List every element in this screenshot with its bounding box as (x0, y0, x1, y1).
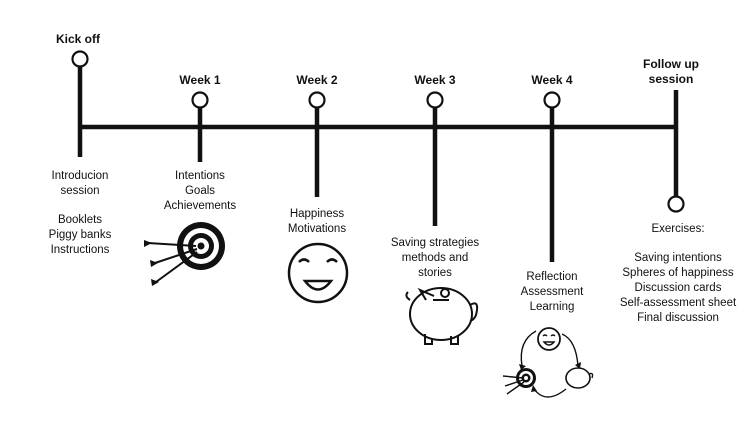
piggy-bank-icon (405, 287, 479, 345)
followup-heading-line1: Follow up (643, 57, 699, 71)
week1-items: Intentions Goals Achievements (164, 169, 236, 214)
week3-item-2: methods and (401, 252, 469, 264)
followup-exercises-title: Exercises: (651, 223, 705, 235)
week1-heading: Week 1 (179, 73, 221, 87)
week2-heading: Week 2 (296, 73, 338, 87)
kickoff-description: Introducion session Booklets Piggy banks… (49, 169, 112, 258)
week2-marker (308, 91, 326, 197)
followup-heading-line2: session (648, 72, 694, 86)
followup-marker (667, 90, 685, 213)
cycle-icon (502, 327, 594, 398)
week2-items: Happiness Motivations (288, 207, 346, 237)
week4-item-assessment: Assessment (520, 286, 584, 298)
week4-marker (543, 91, 561, 262)
week3-marker (426, 91, 444, 226)
followup-item-4: Self-assessment sheet (619, 297, 737, 309)
kickoff-item-piggy-banks: Piggy banks (48, 229, 112, 241)
week1-item-achievements: Achievements (163, 200, 237, 212)
followup-item-1: Saving intentions (634, 252, 722, 264)
kickoff-heading: Kick off (55, 32, 101, 46)
week3-item-1: Saving strategies (390, 237, 480, 249)
week1-marker (191, 91, 209, 162)
kickoff-desc-line1: Introducion (51, 170, 109, 182)
kickoff-item-booklets: Booklets (57, 214, 103, 226)
followup-exercises: Exercises: Saving intentions Spheres of … (620, 222, 736, 326)
followup-item-5: Final discussion (637, 312, 719, 324)
week4-heading: Week 4 (531, 73, 573, 87)
week2-item-happiness: Happiness (289, 208, 345, 220)
week1-item-goals: Goals (184, 185, 216, 197)
week4-items: Reflection Assessment Learning (521, 270, 584, 315)
followup-heading: Follow up session (643, 57, 699, 87)
week3-heading: Week 3 (414, 73, 456, 87)
target-with-arrows-icon (144, 222, 225, 286)
week2-item-motivations: Motivations (287, 223, 347, 235)
smiley-face-icon (287, 242, 349, 304)
kickoff-item-instructions: Instructions (50, 244, 110, 256)
week4-item-learning: Learning (529, 301, 575, 313)
week4-item-reflection: Reflection (526, 271, 578, 283)
followup-item-3: Discussion cards (634, 282, 722, 294)
week3-item-3: stories (418, 267, 452, 279)
week3-items: Saving strategies methods and stories (391, 236, 479, 281)
kickoff-marker (71, 50, 89, 157)
kickoff-desc-line2: session (60, 185, 100, 197)
followup-item-2: Spheres of happiness (622, 267, 734, 279)
week1-item-intentions: Intentions (175, 170, 225, 182)
